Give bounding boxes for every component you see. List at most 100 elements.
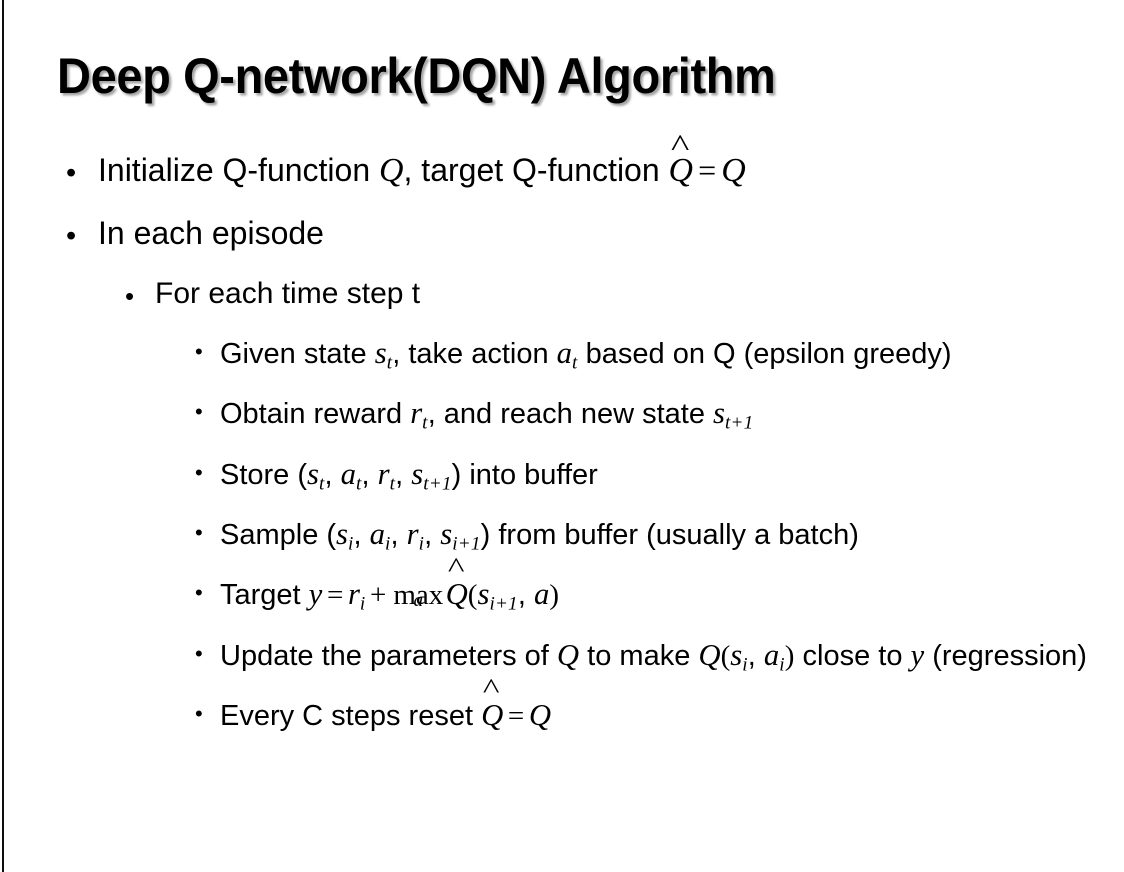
math-var-s: s xyxy=(477,577,490,612)
bullet-marker-icon: • xyxy=(66,157,77,189)
math-var-q: Q xyxy=(556,637,580,672)
math-subscript-t-plus-1: t+1 xyxy=(423,473,452,495)
math-var-r: r xyxy=(410,396,423,431)
bullet-text-given-state: Given state st, take action at based on … xyxy=(220,331,1100,385)
math-subscript-i: i xyxy=(348,533,354,555)
bullet-item-update-parameters: • Update the parameters of Q to make Q(s… xyxy=(0,633,1124,687)
slide-title: Deep Q-network(DQN) Algorithm xyxy=(57,48,776,104)
bullet-item-in-each-episode: • In each episode xyxy=(0,211,1124,255)
text-separator: , xyxy=(390,519,407,552)
math-paren-close: ) xyxy=(549,579,559,612)
text-fragment: to make xyxy=(579,639,699,672)
bullet-text-initialize: Initialize Q-function Q, target Q-functi… xyxy=(98,148,1124,193)
bullet-marker-icon: • xyxy=(195,580,203,606)
math-var-q: Q xyxy=(528,698,552,733)
math-subscript-i-plus-1: i+1 xyxy=(489,593,518,615)
math-var-y: y xyxy=(910,637,925,672)
math-subscript-i-plus-1: i+1 xyxy=(452,533,481,555)
bullet-marker-icon: • xyxy=(195,520,203,546)
math-var-q-hat: Q xyxy=(481,693,503,738)
math-var-s: s xyxy=(307,456,319,491)
text-fragment: Sample ( xyxy=(220,519,337,552)
bullet-marker-icon: • xyxy=(195,339,203,364)
math-paren-open: ( xyxy=(467,579,478,612)
text-fragment: ) into buffer xyxy=(451,458,598,491)
math-var-a: a xyxy=(340,456,357,491)
bullet-text-obtain-reward: Obtain reward rt, and reach new state st… xyxy=(220,391,1100,445)
bullet-marker-icon: • xyxy=(195,459,203,485)
text-separator: , xyxy=(324,458,341,491)
bullet-text-sample-tuple: Sample (si, ai, ri, si+1) from buffer (u… xyxy=(220,512,1100,566)
math-operator-equals: = xyxy=(326,579,344,612)
math-var-a: a xyxy=(763,637,780,672)
text-fragment: Every C steps reset xyxy=(220,700,482,733)
math-var-s: s xyxy=(336,517,349,552)
bullet-marker-icon: • xyxy=(195,640,203,666)
bullet-item-initialize: • Initialize Q-function Q, target Q-func… xyxy=(0,148,1124,193)
bullet-text-update-parameters: Update the parameters of Q to make Q(si,… xyxy=(220,633,1100,687)
math-operator-plus: + xyxy=(370,579,387,612)
slide-left-edge-rule xyxy=(2,0,4,872)
math-var-q: Q xyxy=(698,637,721,672)
math-subscript-t-plus-1: t+1 xyxy=(725,412,754,434)
math-paren-close: ) xyxy=(784,639,795,672)
text-fragment: ) from buffer (usually a batch) xyxy=(480,519,859,552)
bullet-item-sample-tuple: • Sample (si, ai, ri, si+1) from buffer … xyxy=(0,512,1124,566)
bullet-marker-icon: • xyxy=(195,701,203,727)
math-max-label: max xyxy=(393,579,444,612)
text-fragment: close to xyxy=(794,639,911,672)
bullet-marker-icon: • xyxy=(125,281,135,311)
bullet-item-given-state: • Given state st, take action at based o… xyxy=(0,331,1124,385)
math-var-q-hat: Q xyxy=(669,149,694,193)
text-fragment: Update the parameters of xyxy=(220,639,557,672)
text-fragment: , and reach new state xyxy=(427,398,714,431)
bullet-marker-icon: • xyxy=(66,220,77,252)
bullet-marker-icon: • xyxy=(195,399,203,425)
math-subscript-i: i xyxy=(779,654,785,676)
text-fragment: , take action xyxy=(392,338,557,370)
bullet-text-store-tuple: Store (st, at, rt, st+1) into buffer xyxy=(220,452,1100,506)
text-fragment: based on Q (epsilon greedy) xyxy=(577,338,952,370)
text-separator: , xyxy=(361,458,378,491)
bullet-item-store-tuple: • Store (st, at, rt, st+1) into buffer xyxy=(0,452,1124,506)
text-fragment: (regression) xyxy=(924,639,1087,672)
math-subscript-t: t xyxy=(389,473,396,495)
bullet-list: • Initialize Q-function Q, target Q-func… xyxy=(0,148,1124,745)
math-var-s: s xyxy=(374,336,387,370)
math-var-y: y xyxy=(308,577,323,612)
math-paren-open: ( xyxy=(720,639,731,672)
math-var-a: a xyxy=(369,517,386,552)
math-subscript-i: i xyxy=(742,654,748,676)
math-var-s: s xyxy=(440,517,453,552)
math-var-s: s xyxy=(730,637,743,672)
math-var-q: Q xyxy=(721,152,746,189)
math-subscript-i: i xyxy=(418,533,425,555)
math-var-r: r xyxy=(377,456,390,491)
bullet-item-obtain-reward: • Obtain reward rt, and reach new state … xyxy=(0,391,1124,445)
math-operator-equals: = xyxy=(507,700,525,733)
text-fragment: Given state xyxy=(220,338,375,370)
math-subscript-t: t xyxy=(356,473,362,495)
math-var-q-hat: Q xyxy=(446,572,468,617)
math-operator-equals: = xyxy=(698,152,717,188)
math-var-r: r xyxy=(406,517,419,552)
text-separator: , xyxy=(424,519,441,552)
text-separator: , xyxy=(353,519,370,552)
math-subscript-t: t xyxy=(572,352,578,374)
bullet-item-for-each-time-step: • For each time step t xyxy=(0,273,1124,315)
text-fragment: Target xyxy=(220,579,309,612)
text-fragment: Obtain reward xyxy=(220,398,411,431)
math-max-limit-a: a xyxy=(413,589,424,611)
math-var-r: r xyxy=(347,577,360,612)
math-subscript-t: t xyxy=(422,412,428,434)
bullet-text-for-each-time-step: For each time step t xyxy=(155,277,421,310)
math-var-s: s xyxy=(713,396,725,431)
math-subscript-i: i xyxy=(359,593,366,615)
math-subscript-t: t xyxy=(319,473,325,495)
math-var-q: Q xyxy=(379,152,404,189)
math-subscript-t: t xyxy=(386,352,393,374)
